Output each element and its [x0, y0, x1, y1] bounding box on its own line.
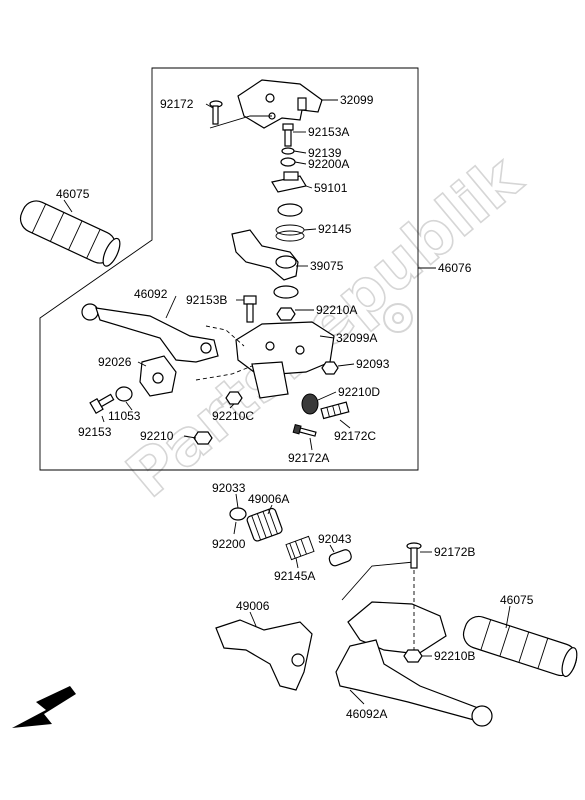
washer-92139 — [281, 147, 295, 155]
spring-92145 — [275, 224, 305, 242]
label-92172C: 92172C — [334, 429, 376, 443]
label-92210A: 92210A — [316, 303, 357, 317]
plate-59101 — [271, 171, 307, 193]
nut-92093 — [321, 361, 339, 375]
label-32099: 32099 — [340, 93, 374, 107]
label-92172B: 92172B — [434, 545, 475, 559]
label-92145: 92145 — [318, 222, 352, 236]
label-92043: 92043 — [318, 532, 352, 546]
label-92210B: 92210B — [434, 649, 475, 663]
label-92210: 92210 — [140, 429, 174, 443]
knob-92210D — [301, 393, 319, 415]
front-direction-arrow-icon — [12, 686, 76, 728]
watermark-gear-icon — [383, 303, 413, 333]
label-92210D: 92210D — [338, 385, 380, 399]
right-grip — [462, 615, 578, 678]
label-46092: 46092 — [134, 287, 168, 301]
bolt-92153A — [282, 123, 294, 147]
lever-46092 — [81, 303, 219, 363]
spring-92145A — [285, 535, 315, 561]
label-49006: 49006 — [236, 599, 270, 613]
label-92153B: 92153B — [186, 293, 227, 307]
label-92153A: 92153A — [308, 125, 349, 139]
bracket-49006 — [215, 619, 313, 691]
part-labels: 92172 32099 92153A 92139 92200A 59101 46… — [56, 93, 534, 721]
screw-92153 — [89, 393, 115, 415]
assembly-frame — [39, 67, 419, 471]
guide-line — [209, 115, 272, 129]
bushing-2 — [273, 285, 299, 299]
washer-92200A — [280, 157, 296, 167]
label-46092A: 46092A — [346, 707, 387, 721]
throttle-lever-39075 — [231, 229, 299, 281]
bushing — [277, 203, 303, 217]
washer-92033 — [229, 507, 247, 521]
nut-92210C — [225, 391, 243, 405]
label-46076: 46076 — [438, 261, 472, 275]
nut-92210A — [276, 307, 296, 321]
upper-housing-cover — [237, 79, 323, 129]
nut-92210B — [403, 649, 423, 663]
guide-line-3 — [195, 365, 253, 381]
label-92139: 92139 — [308, 146, 342, 160]
bolt-92153B — [243, 295, 257, 323]
collar-11053 — [115, 386, 133, 402]
label-92200: 92200 — [212, 537, 246, 551]
label-32099A: 32099A — [336, 331, 377, 345]
boot-49006A — [246, 507, 283, 542]
label-92145A: 92145A — [274, 569, 315, 583]
leader-lines — [63, 99, 511, 705]
screw-92172A — [292, 423, 317, 437]
label-92200A: 92200A — [308, 157, 349, 171]
label-59101: 59101 — [314, 181, 348, 195]
label-39075: 39075 — [310, 259, 344, 273]
screw-92172 — [209, 100, 223, 125]
label-92026: 92026 — [98, 355, 132, 369]
label-49006A: 49006A — [248, 492, 289, 506]
lower-housing-32099A — [235, 321, 335, 399]
label-46075-left: 46075 — [56, 187, 90, 201]
label-92210C: 92210C — [212, 409, 254, 423]
nut-92210 — [193, 431, 213, 445]
pin-92043 — [328, 549, 352, 567]
lever-46092A — [335, 561, 493, 727]
screw-92172B — [406, 542, 422, 569]
clamp-92026 — [139, 355, 177, 397]
label-92033: 92033 — [212, 481, 246, 495]
label-11053: 11053 — [108, 409, 141, 423]
label-92172A: 92172A — [288, 451, 329, 465]
label-92093: 92093 — [356, 357, 390, 371]
bolt-92172C — [320, 401, 350, 420]
label-92172: 92172 — [160, 97, 194, 111]
label-92153: 92153 — [78, 425, 112, 439]
label-46075-right: 46075 — [500, 593, 534, 607]
guide-line-2 — [205, 325, 245, 347]
left-grip — [19, 200, 121, 267]
